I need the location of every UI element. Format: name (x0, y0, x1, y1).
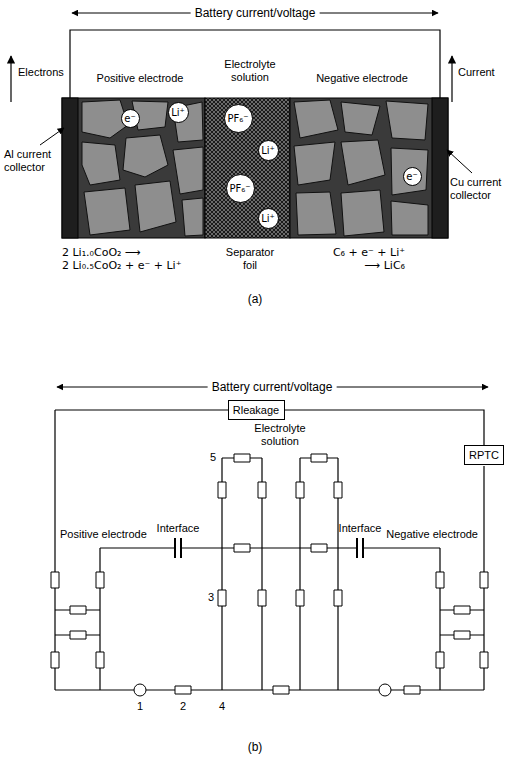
negative-electrode (290, 98, 448, 238)
positive-electrode (62, 98, 205, 238)
resistor-box: RPTC (464, 445, 504, 465)
source-symbol (379, 684, 391, 696)
electron-circle: e⁻ (121, 109, 140, 128)
node-label: Li⁺ (171, 107, 185, 118)
part-name: Positive electrode (60, 528, 147, 541)
callout-number: 5 (210, 451, 216, 464)
part-name: Electrolyte solution (215, 58, 285, 84)
flow-arrow (451, 56, 452, 102)
callout-number: 2 (180, 700, 186, 713)
part-name: Negative electrode (386, 528, 478, 541)
cathode-particle (82, 100, 203, 236)
reaction-equation: C₆ + e⁻ + Li⁺ ⟶ LiC₆ (305, 246, 405, 272)
ion-circle: Li⁺ (258, 208, 279, 229)
flow-label: Current (458, 66, 495, 79)
separator-electrolyte (205, 98, 290, 238)
resistor-symbol (51, 454, 488, 694)
callout-number: 3 (208, 591, 214, 604)
capacitor-symbol (175, 538, 363, 558)
external-circuit-wire (70, 30, 440, 98)
node-label: Li⁺ (261, 145, 275, 156)
anode-particle (294, 100, 428, 236)
ion-circle: Li⁺ (258, 140, 279, 161)
leader-line (40, 128, 64, 145)
part-name: Positive electrode (97, 72, 184, 85)
ion-circle: PF₆⁻ (224, 104, 253, 133)
resistor-box: Rleakage (228, 400, 285, 420)
flow-arrow (10, 56, 11, 102)
panel-label: (a) (248, 292, 263, 306)
ion-circle: Li⁺ (168, 102, 189, 123)
circuit-wire (285, 410, 485, 445)
electron-circle: e⁻ (403, 167, 422, 186)
part-name: Separator foil (220, 246, 280, 272)
callout-number: 4 (219, 700, 225, 713)
node-label: PF₆⁻ (229, 183, 250, 194)
dimension-label: Battery current/voltage (208, 380, 337, 394)
node-label: Rleakage (233, 404, 279, 416)
flow-label: Electrons (18, 66, 64, 79)
dimension-label: Battery current/voltage (191, 6, 320, 20)
part-name: Negative electrode (316, 72, 408, 85)
part-name: Al current collector (4, 148, 60, 174)
reaction-equation: 2 Li₁.₀CoO₂ ⟶ 2 Li₀.₅CoO₂ + e⁻ + Li⁺ (62, 246, 212, 272)
node-label: e⁻ (124, 113, 135, 124)
source-symbol (134, 684, 146, 696)
node-label: e⁻ (406, 171, 417, 182)
part-name: Interface (339, 522, 382, 535)
part-name: Electrolyte solution (245, 422, 315, 448)
ion-circle: PF₆⁻ (226, 174, 255, 203)
al-collector (62, 98, 78, 238)
node-label: RPTC (469, 449, 499, 461)
part-name: Interface (157, 522, 200, 535)
node-label: Li⁺ (261, 213, 275, 224)
cu-collector (432, 98, 448, 238)
part-name: Cu current collector (450, 176, 506, 202)
node-label: PF₆⁻ (227, 113, 248, 124)
leader-line (447, 150, 472, 173)
panel-label: (b) (248, 740, 263, 754)
circuit-wire (55, 410, 484, 690)
callout-number: 1 (137, 700, 143, 713)
